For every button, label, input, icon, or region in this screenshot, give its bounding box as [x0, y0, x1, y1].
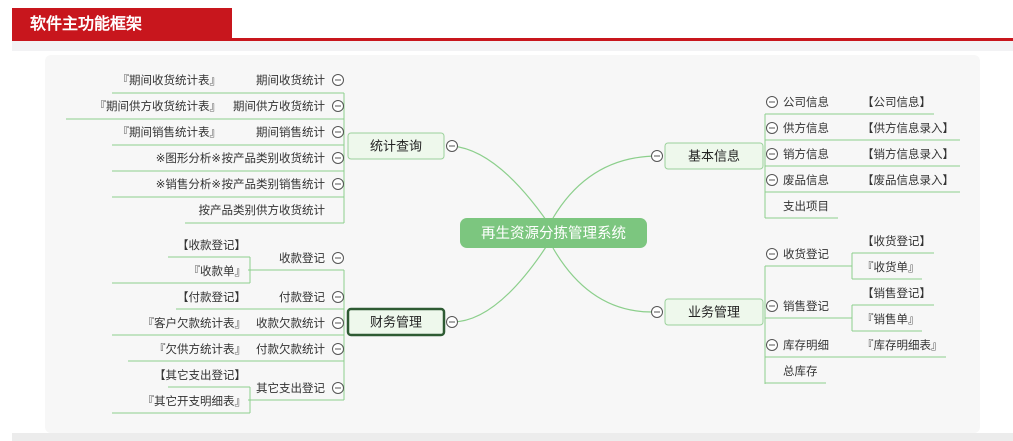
basic-item-label: 销方信息	[783, 147, 829, 161]
branch-node-basic[interactable]	[664, 142, 764, 170]
business-sub-label: 【销售登记】	[862, 286, 931, 300]
stats-item-label: 按产品类别销售统计	[222, 177, 326, 191]
finance-sub-label: 『其它开支明细表』	[143, 394, 247, 408]
finance-item-label: 付款登记	[279, 290, 325, 304]
basic-sub-label: 【公司信息】	[862, 95, 931, 109]
branch-node-business-label: 业务管理	[688, 305, 740, 321]
stats-item-label: 期间供方收货统计	[233, 99, 325, 113]
finance-item-label: 付款欠款统计	[256, 342, 325, 356]
stats-report-label: 『期间销售统计表』	[118, 125, 222, 139]
stats-report-label: ※销售分析※	[156, 177, 221, 191]
branch-node-stats[interactable]	[347, 132, 445, 160]
stats-item-label: 期间收货统计	[256, 73, 325, 87]
finance-sub-label: 【付款登记】	[177, 290, 246, 304]
business-sub-label: 『销售单』	[862, 312, 920, 326]
branch-node-finance[interactable]	[346, 307, 446, 337]
branch-curve-basic	[552, 155, 659, 219]
footer-strip	[12, 433, 1013, 441]
business-item-label: 收货登记	[783, 247, 829, 261]
finance-item-label: 其它支出登记	[256, 381, 325, 395]
basic-item-label: 公司信息	[783, 95, 829, 109]
business-sub-label: 『库存明细表』	[862, 338, 943, 352]
stats-item-label: 按产品类别供方收货统计	[199, 203, 326, 217]
page-title: 软件主功能框架	[30, 14, 143, 33]
branch-node-stats-label: 统计查询	[370, 140, 422, 155]
business-item-label: 销售登记	[783, 299, 829, 313]
finance-sub-label: 『欠供方统计表』	[154, 342, 246, 356]
business-sub-label: 【收货登记】	[862, 234, 931, 248]
header-shadow	[12, 41, 1013, 51]
basic-item-label: 支出项目	[783, 199, 829, 213]
branch-curve-stats	[451, 145, 556, 234]
business-item-label: 库存明细	[783, 338, 829, 352]
basic-item-label: 废品信息	[783, 173, 829, 187]
business-item-label: 总库存	[783, 364, 818, 378]
basic-item-label: 供方信息	[783, 121, 829, 135]
header-divider	[12, 38, 1013, 41]
branch-node-business[interactable]	[664, 298, 764, 326]
finance-sub-label: 【其它支出登记】	[154, 368, 246, 382]
finance-item-label: 收款欠款统计	[256, 316, 325, 330]
basic-sub-label: 【销方信息录入】	[862, 147, 954, 161]
root-node[interactable]	[460, 218, 647, 248]
basic-sub-label: 【供方信息录入】	[862, 121, 954, 135]
finance-sub-label: 【收款登记】	[177, 238, 246, 252]
stats-item-label: 按产品类别收货统计	[222, 151, 326, 165]
finance-sub-label: 『收款单』	[189, 264, 247, 278]
stats-report-label: ※图形分析※	[156, 151, 221, 165]
branch-node-finance-label: 财务管理	[370, 315, 422, 331]
finance-item-label: 收款登记	[279, 251, 325, 265]
root-node-label: 再生资源分拣管理系统	[481, 225, 626, 242]
finance-sub-label: 『客户欠款统计表』	[143, 316, 247, 330]
branch-curve-business	[552, 247, 653, 313]
branch-node-basic-label: 基本信息	[688, 149, 740, 165]
header-tab	[12, 8, 232, 40]
stats-item-label: 期间销售统计	[256, 125, 325, 139]
basic-sub-label: 【废品信息录入】	[862, 173, 954, 187]
branch-curve-finance	[451, 232, 556, 323]
stats-report-label: 『期间收货统计表』	[118, 73, 222, 87]
stats-report-label: 『期间供方收货统计表』	[95, 99, 222, 113]
business-sub-label: 『收货单』	[862, 260, 920, 274]
